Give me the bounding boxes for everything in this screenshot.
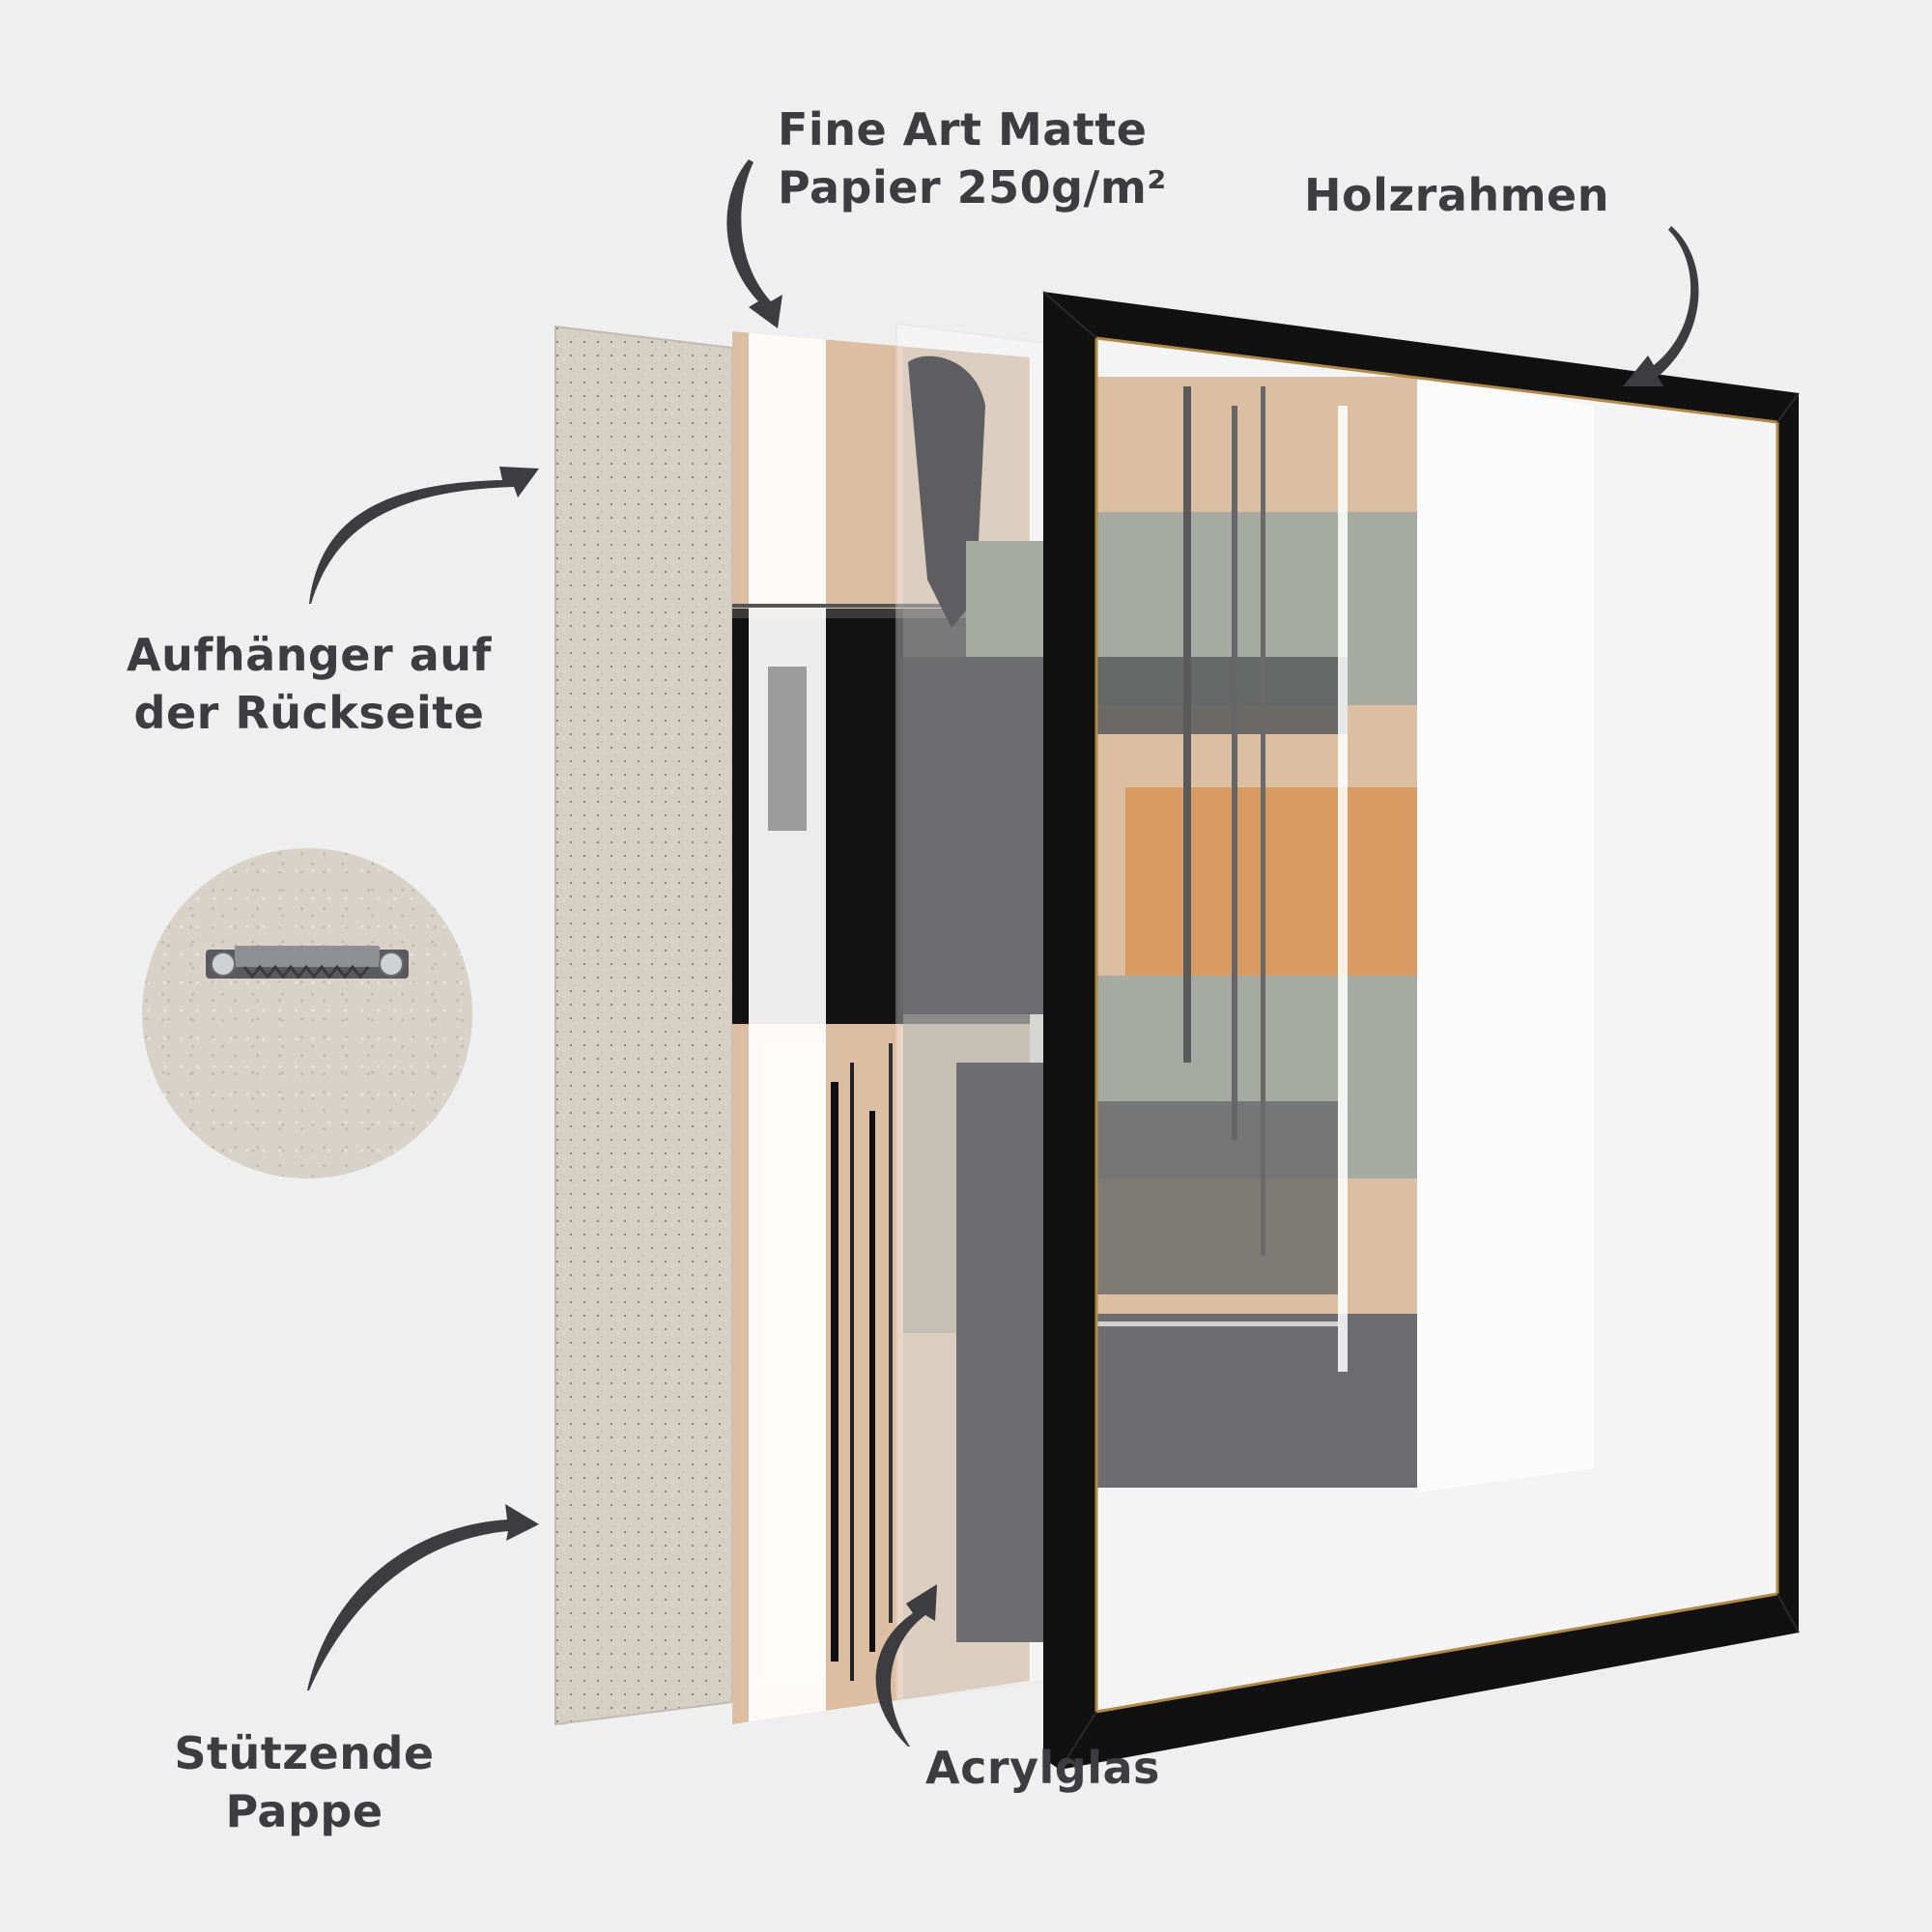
backing-board <box>554 325 733 1726</box>
arrow-to-frame <box>1623 226 1699 386</box>
arrows <box>307 159 1699 1747</box>
cardboard-texture <box>142 848 472 1179</box>
hanger-detail-circle <box>142 848 472 1179</box>
framed-artwork <box>1096 338 1777 1712</box>
label-hanger-line2: der Rückseite <box>133 687 485 739</box>
label-frame-line1: Holzrahmen <box>1304 169 1609 221</box>
label-backing-line1: Stützende <box>174 1727 435 1779</box>
label-paper-line2: Papier 250g/m² <box>778 161 1167 213</box>
wood-frame <box>1042 291 1800 1771</box>
label-paper: Fine Art Matte Papier 250g/m² <box>778 100 1167 216</box>
sawtooth-hanger-icon <box>206 946 409 980</box>
label-backing: Stützende Pappe <box>150 1724 459 1840</box>
label-hanger: Aufhänger auf der Rückseite <box>106 626 512 742</box>
label-frame: Holzrahmen <box>1304 166 1609 224</box>
label-paper-line1: Fine Art Matte <box>778 103 1148 156</box>
arrow-to-paper <box>726 159 782 328</box>
arrow-to-backing <box>309 467 539 604</box>
label-hanger-line1: Aufhänger auf <box>126 629 493 681</box>
arrow-to-acrylic <box>875 1584 937 1747</box>
label-backing-line2: Pappe <box>225 1785 384 1837</box>
label-acrylic: Acrylglas <box>925 1739 1160 1797</box>
arrow-to-backing-bottom <box>307 1504 539 1690</box>
label-acrylic-line1: Acrylglas <box>925 1742 1160 1794</box>
